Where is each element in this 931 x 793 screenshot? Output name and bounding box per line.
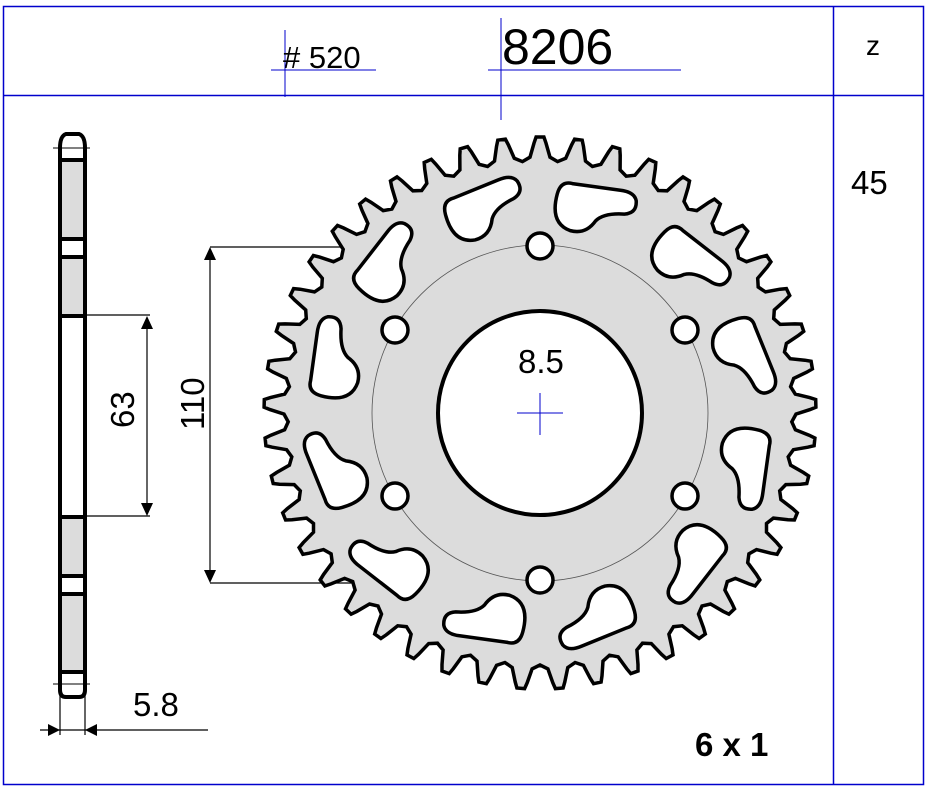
sprocket-face <box>262 135 818 691</box>
lightening-slot <box>348 539 430 602</box>
lightening-slot <box>351 221 414 303</box>
teeth-count: 45 <box>851 164 888 201</box>
part-number: 8206 <box>502 19 614 75</box>
lightening-slot <box>442 175 522 243</box>
lightening-slot <box>666 523 729 605</box>
lightening-slot <box>302 431 370 511</box>
title-frame <box>2 5 925 786</box>
lightening-slot <box>710 315 778 395</box>
lightening-slot <box>719 426 772 511</box>
bolt-pattern-label: 6 x 1 <box>695 726 769 763</box>
lightening-slot <box>553 181 638 234</box>
hub-offset-dimension: 63 <box>104 391 141 428</box>
header-guides <box>271 18 681 120</box>
thickness-dimension: 5.8 <box>133 686 179 723</box>
chain-pitch-label: # 520 <box>283 40 361 75</box>
pitch-circle-dimension: 110 <box>174 377 211 430</box>
lightening-slot <box>650 224 732 287</box>
teeth-header: z <box>866 30 880 61</box>
center-mark <box>517 393 563 435</box>
bolt-holes <box>380 231 700 595</box>
lightening-slot <box>442 592 527 645</box>
bolt-hole-dimension: 8.5 <box>518 343 564 380</box>
lightening-slot <box>308 315 361 400</box>
side-view <box>53 132 90 699</box>
lightening-slot <box>558 583 638 651</box>
